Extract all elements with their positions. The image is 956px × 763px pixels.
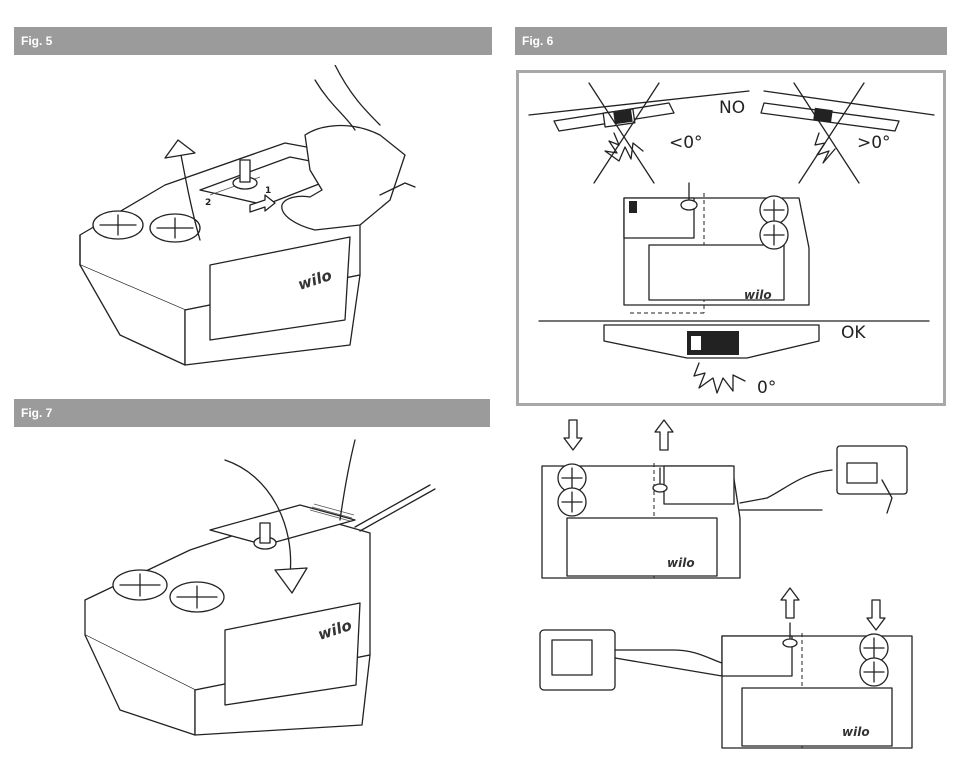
arrow-right-icon bbox=[249, 194, 276, 213]
hand-icon bbox=[281, 124, 406, 231]
fig5-title: Fig. 5 bbox=[21, 34, 53, 48]
fig6c-plus-button-1 bbox=[859, 633, 889, 663]
arrow-up-icon-3 bbox=[780, 587, 800, 619]
fig6-install-views: wilo wilo bbox=[539, 419, 913, 749]
fig5-plus-button-1 bbox=[92, 210, 144, 240]
fig6c-plus-button-2 bbox=[859, 657, 889, 687]
arrow-up-icon-2 bbox=[654, 419, 674, 451]
fig7-illustration: wilo bbox=[84, 439, 436, 736]
fig6-angle-less: <0° bbox=[669, 133, 703, 153]
fig6-plus-button-2 bbox=[759, 220, 789, 250]
fig6-illustration: <0° NO >0° wilo OK 0° bbox=[528, 82, 935, 398]
fig6-title-bar: Fig. 6 bbox=[515, 27, 947, 55]
fig6-ok-label: OK bbox=[841, 323, 866, 343]
adapter-box bbox=[539, 629, 616, 691]
fig7-plus-button-2 bbox=[169, 581, 225, 613]
fig7-title: Fig. 7 bbox=[21, 406, 53, 420]
fig5-illustration: wilo 2 1 bbox=[79, 65, 416, 366]
fig6b-logo-a: wilo bbox=[667, 556, 695, 570]
arrow-down-icon bbox=[563, 419, 583, 451]
cross-mark-icon bbox=[588, 82, 660, 184]
fig6c-logo-b: wilo bbox=[842, 725, 870, 739]
fig6-title: Fig. 6 bbox=[522, 34, 554, 48]
fig5-step-2: 2 bbox=[205, 198, 211, 208]
arrow-up-icon bbox=[179, 149, 201, 241]
fig6-plus-button-1 bbox=[759, 195, 789, 225]
arrow-down-icon-2 bbox=[866, 599, 886, 631]
fig6-no-label: NO bbox=[719, 98, 745, 118]
fig5-step-1: 1 bbox=[265, 186, 271, 196]
plug-adapter-icon bbox=[836, 445, 908, 514]
fig7-title-bar: Fig. 7 bbox=[14, 399, 490, 427]
fig6-angle-more: >0° bbox=[857, 133, 891, 153]
arrow-down-curved-icon bbox=[224, 459, 292, 576]
fig6-panel: <0° NO >0° wilo OK 0° bbox=[516, 70, 946, 406]
cross-mark-icon-right bbox=[793, 82, 865, 184]
fig7-plus-button-1 bbox=[112, 569, 168, 601]
fig6b-plus-button-2 bbox=[557, 487, 587, 517]
fig6-logo: wilo bbox=[744, 288, 772, 302]
fig5-title-bar: Fig. 5 bbox=[14, 27, 492, 55]
fig5-plus-button-2 bbox=[149, 213, 201, 243]
fig6-angle-zero: 0° bbox=[757, 378, 776, 398]
